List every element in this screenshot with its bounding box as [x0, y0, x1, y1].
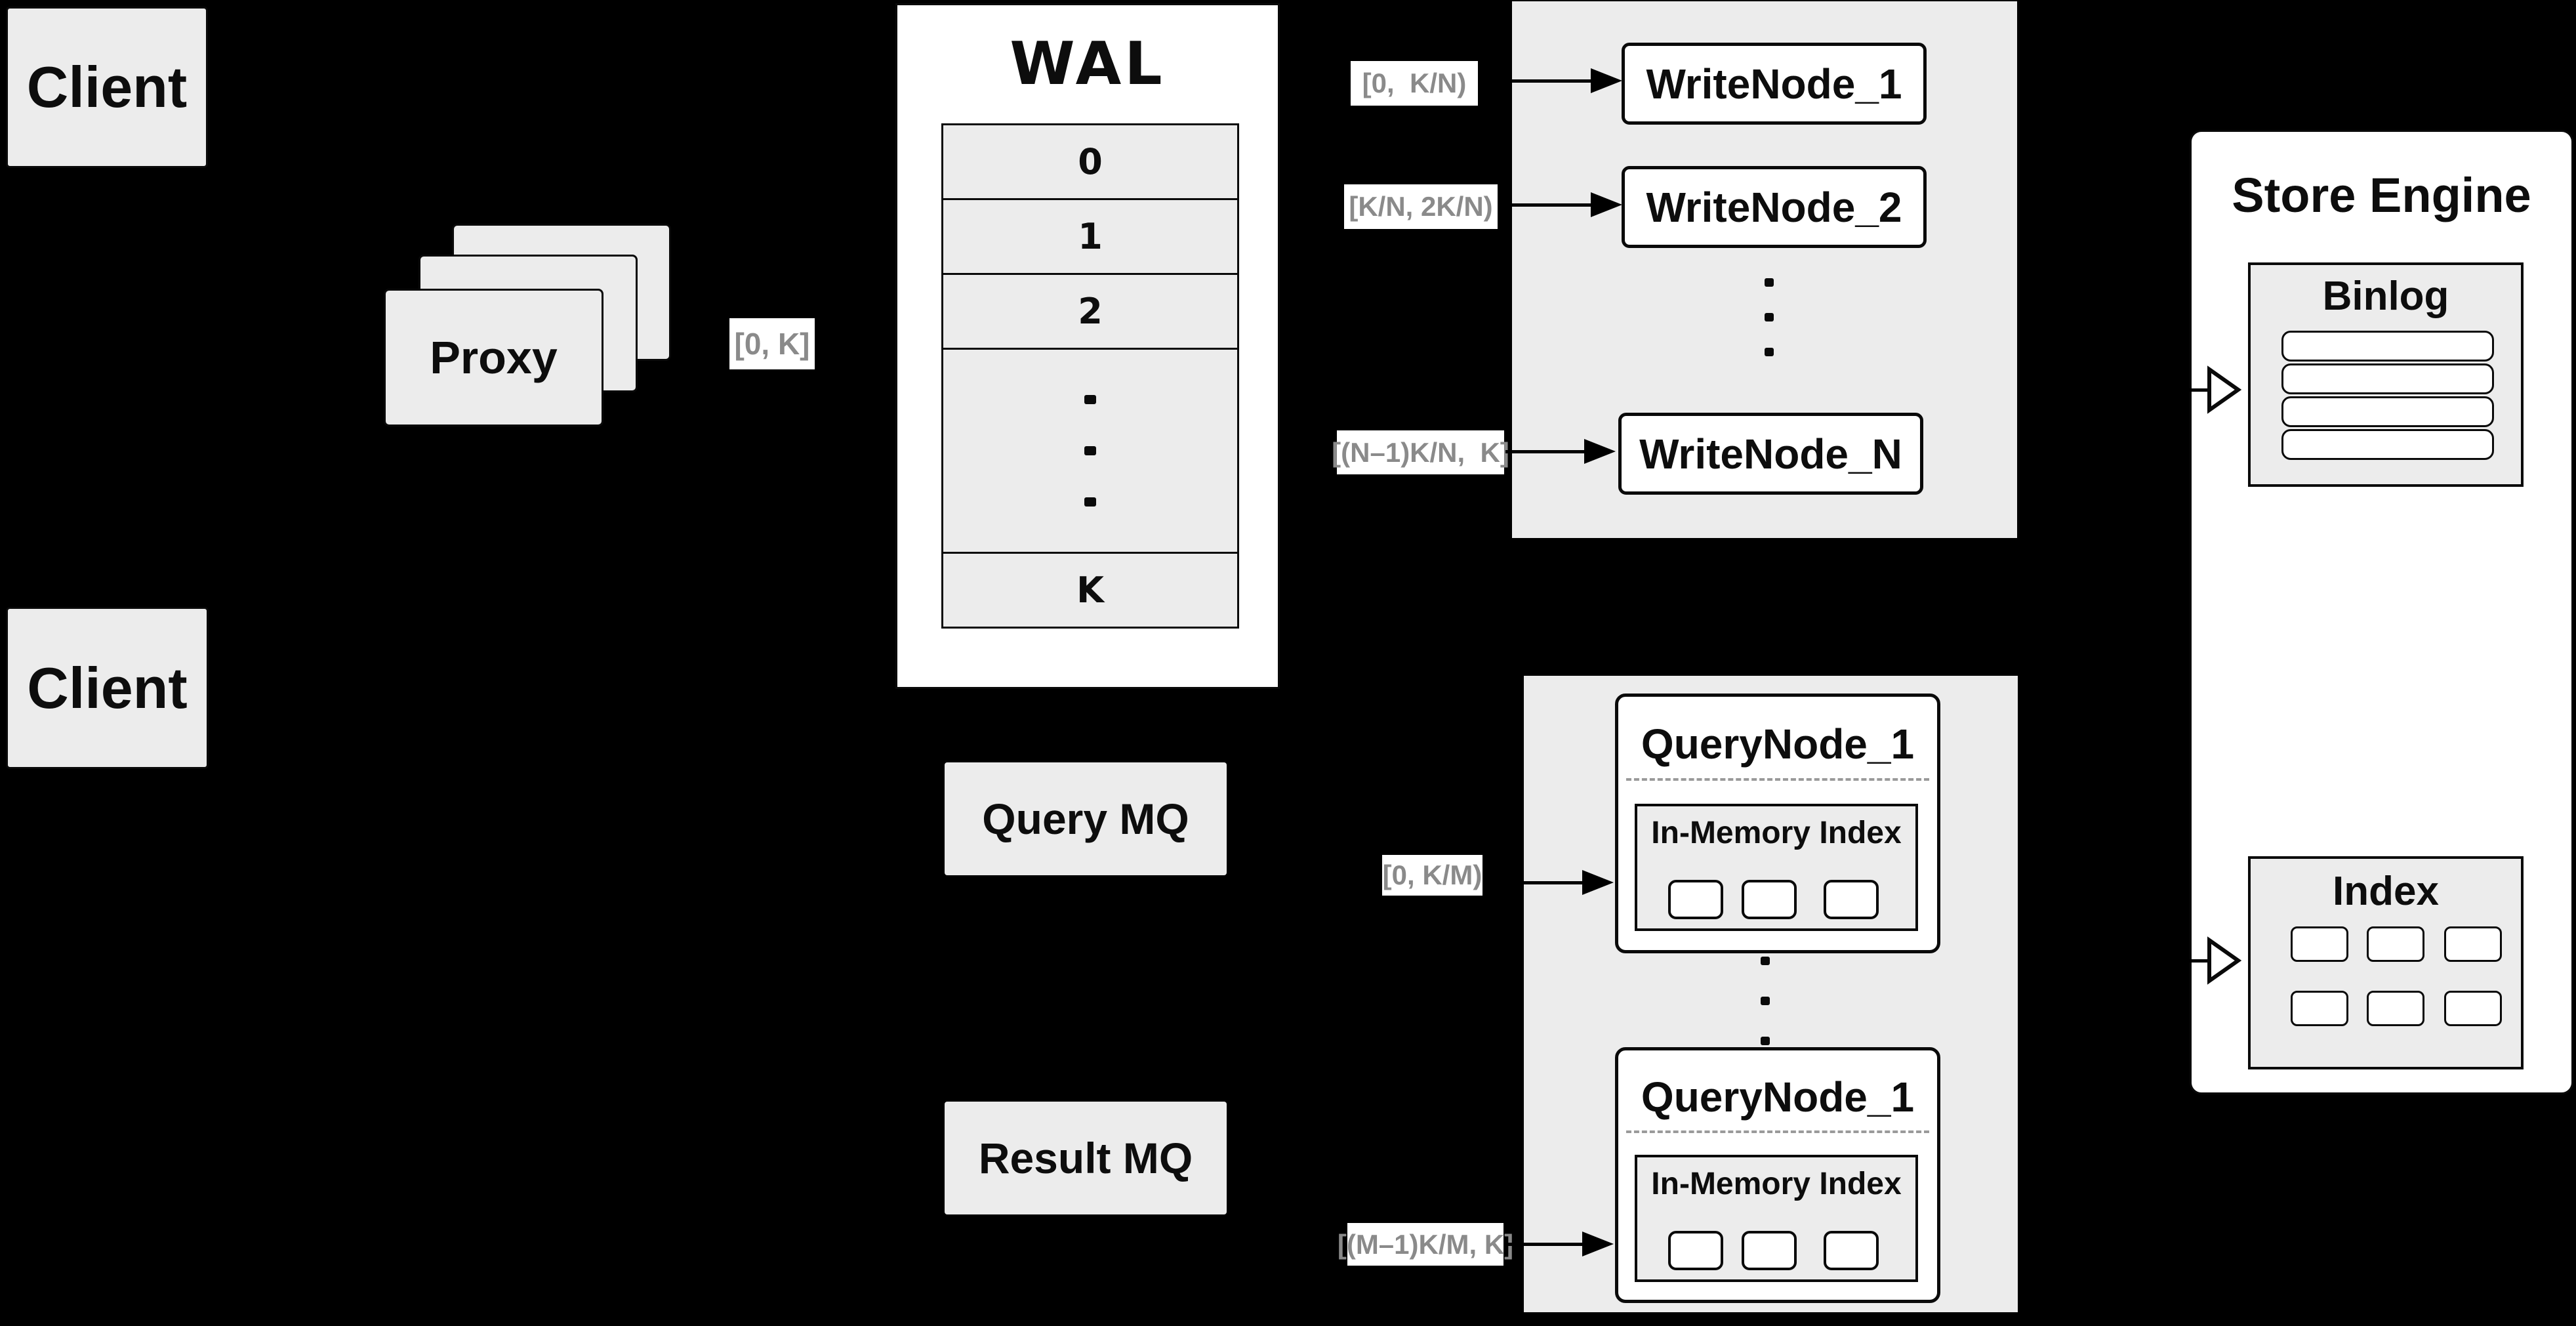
- memory-cell: [1668, 1231, 1723, 1270]
- query-node-top-memory-title: In-Memory Index: [1635, 811, 1918, 854]
- index-box: [2248, 856, 2524, 1069]
- wal-row-0: 0: [943, 125, 1237, 200]
- memory-cell: [1824, 880, 1879, 919]
- binlog-title-text: Binlog: [2322, 273, 2449, 319]
- proxy-card-front: Proxy: [384, 289, 603, 426]
- binlog-row: [2281, 363, 2494, 394]
- index-cell: [2291, 926, 2348, 962]
- wal-row-2-label: 2: [1078, 291, 1103, 332]
- query-mq-box: Query MQ: [945, 762, 1227, 875]
- result-mq-label: Result MQ: [978, 1134, 1193, 1182]
- index-cell: [2444, 991, 2502, 1026]
- query-node-top-memory-title-text: In-Memory Index: [1651, 815, 1902, 850]
- arrow-writenode-1-head: [1591, 68, 1622, 93]
- range-chip-querynode-top-text: [0, K/M): [1382, 860, 1482, 890]
- query-panel-ellipsis: [1761, 957, 1770, 1045]
- query-node-top-divider: [1626, 778, 1929, 781]
- range-chip-writenode-2: [K/N, 2K/N): [1344, 184, 1498, 229]
- write-node-1-box: WriteNode_1: [1622, 43, 1927, 125]
- ellipsis-dot: [1761, 997, 1770, 1005]
- client-box-bottom: Client: [6, 607, 209, 769]
- range-chip-proxy: [0, K]: [729, 318, 815, 369]
- range-chip-proxy-text: [0, K]: [734, 327, 810, 361]
- query-node-top-title: QueryNode_1: [1615, 715, 1940, 773]
- query-node-bottom-memory-title: In-Memory Index: [1635, 1162, 1918, 1205]
- store-engine-title: Store Engine: [2190, 161, 2573, 230]
- memory-cell: [1742, 880, 1797, 919]
- query-node-top-title-text: QueryNode_1: [1641, 720, 1915, 768]
- arrow-querynode-bottom-head: [1582, 1232, 1614, 1256]
- wal-segment-table: 0 1 2 K: [941, 123, 1239, 629]
- arrow-binlog-head: [2207, 365, 2242, 414]
- arrow-index-head: [2207, 936, 2242, 985]
- write-node-n-label: WriteNode_N: [1639, 430, 1902, 478]
- wal-row-2: 2: [943, 275, 1237, 350]
- client-box-top: Client: [6, 7, 208, 168]
- arrow-writenode-2-head: [1591, 192, 1622, 217]
- write-node-1-label: WriteNode_1: [1646, 60, 1902, 108]
- index-cell: [2367, 926, 2424, 962]
- arrow-querynode-top-shaft: [1484, 881, 1584, 884]
- ellipsis-dot: [1084, 446, 1096, 455]
- memory-cell: [1668, 880, 1723, 919]
- write-panel-ellipsis: [1765, 278, 1774, 356]
- query-node-bottom-divider: [1626, 1130, 1929, 1133]
- wal-title-text: WAL: [1010, 29, 1166, 98]
- wal-ellipsis-dots: [1084, 395, 1096, 507]
- ellipsis-dot: [1765, 278, 1774, 287]
- binlog-row: [2281, 396, 2494, 427]
- write-node-2-label: WriteNode_2: [1646, 183, 1902, 231]
- client-top-label: Client: [26, 54, 188, 119]
- write-node-n-box: WriteNode_N: [1618, 413, 1923, 495]
- wal-row-0-label: 0: [1078, 141, 1103, 182]
- arrow-writenode-n-head: [1584, 439, 1616, 464]
- arrow-index-shaft: [2166, 959, 2209, 963]
- arrow-writenode-2-shaft: [1499, 203, 1591, 207]
- range-chip-writenode-n: [(N–1)K/N, K]: [1332, 430, 1509, 474]
- index-cell: [2444, 926, 2502, 962]
- index-title-text: Index: [2333, 868, 2439, 914]
- arrow-querynode-top-head: [1582, 870, 1614, 895]
- binlog-title: Binlog: [2248, 268, 2524, 324]
- arrow-querynode-bottom-shaft: [1505, 1243, 1584, 1246]
- proxy-label: Proxy: [430, 332, 558, 383]
- store-engine-title-text: Store Engine: [2232, 168, 2531, 222]
- wal-row-k: K: [943, 552, 1237, 627]
- binlog-row: [2281, 429, 2494, 460]
- query-mq-label: Query MQ: [982, 795, 1189, 843]
- range-chip-querynode-bottom: [(M–1)K/M, K]: [1338, 1223, 1513, 1266]
- ellipsis-dot: [1084, 395, 1096, 404]
- query-node-bottom-memory-title-text: In-Memory Index: [1651, 1166, 1902, 1201]
- index-title: Index: [2248, 863, 2524, 919]
- range-chip-writenode-1-text: [0, K/N): [1362, 68, 1467, 98]
- ellipsis-dot: [1761, 957, 1770, 965]
- query-node-bottom-title-text: QueryNode_1: [1641, 1073, 1915, 1121]
- binlog-row: [2281, 331, 2494, 362]
- result-mq-box: Result MQ: [945, 1102, 1227, 1214]
- wal-row-1-label: 1: [1078, 216, 1103, 257]
- wal-row-k-label: K: [1076, 570, 1104, 611]
- wal-title: WAL: [895, 28, 1280, 100]
- ellipsis-dot: [1084, 497, 1096, 507]
- query-node-bottom-title: QueryNode_1: [1615, 1068, 1940, 1126]
- range-chip-querynode-top: [0, K/M): [1382, 855, 1482, 896]
- wal-row-ellipsis: [943, 350, 1237, 552]
- ellipsis-dot: [1765, 313, 1774, 321]
- index-cell: [2367, 991, 2424, 1026]
- range-chip-querynode-bottom-text: [(M–1)K/M, K]: [1337, 1228, 1514, 1260]
- range-chip-writenode-n-text: [(N–1)K/N, K]: [1332, 436, 1509, 468]
- memory-cell: [1824, 1231, 1879, 1270]
- write-node-2-box: WriteNode_2: [1622, 166, 1927, 248]
- arrow-writenode-n-shaft: [1505, 450, 1584, 453]
- memory-cell: [1742, 1231, 1797, 1270]
- wal-row-1: 1: [943, 200, 1237, 275]
- ellipsis-dot: [1761, 1037, 1770, 1045]
- client-bottom-label: Client: [27, 655, 188, 720]
- range-chip-writenode-1: [0, K/N): [1351, 61, 1478, 106]
- range-chip-writenode-2-text: [K/N, 2K/N): [1349, 191, 1493, 222]
- ellipsis-dot: [1765, 348, 1774, 356]
- index-cell: [2291, 991, 2348, 1026]
- arrow-writenode-1-shaft: [1479, 79, 1591, 83]
- arrow-binlog-shaft: [2166, 388, 2209, 392]
